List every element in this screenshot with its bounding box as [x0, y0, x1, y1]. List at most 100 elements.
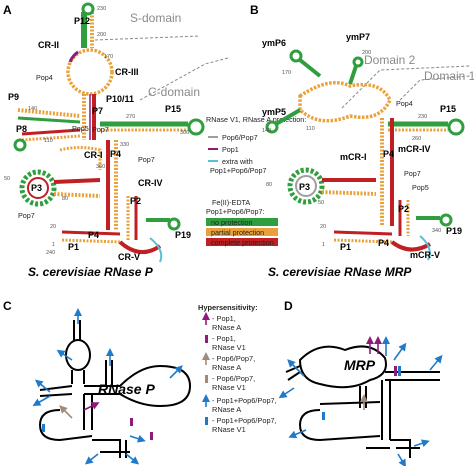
region-mcr5: mCR-V: [410, 250, 440, 260]
legend-label-pop6-pop7: Pop6/Pop7: [222, 133, 258, 142]
region-ymp5: ymP5: [262, 107, 286, 117]
svg-text:140: 140: [262, 128, 271, 134]
svg-text:50: 50: [4, 176, 10, 182]
region-p19: P19: [175, 230, 191, 240]
p12-helix: [81, 2, 95, 48]
p2-p19-p1-b: [333, 200, 453, 261]
legend-label-no-protection: no protection: [211, 218, 253, 227]
legend-label-extra-1: extra with: [222, 157, 253, 166]
svg-text:170: 170: [104, 54, 113, 60]
panel-label-a: A: [3, 3, 12, 17]
mrp-label: MRP: [344, 357, 376, 373]
p3-loop: [19, 169, 101, 207]
legend-label-complete-protection: complete protection: [211, 238, 274, 247]
svg-text:170: 170: [282, 70, 291, 76]
region-p1-b: P1: [340, 242, 351, 252]
region-p15: P15: [165, 104, 181, 114]
panel-d: D MRP: [278, 299, 443, 466]
region-cr4: CR-IV: [138, 178, 163, 188]
hypersensitivity-marks-d: [278, 336, 443, 466]
svg-text:140: 140: [28, 106, 37, 112]
rnase-p-label: RNase P: [98, 381, 155, 397]
mrp-central-loop: [298, 80, 392, 123]
svg-text:110: 110: [44, 138, 53, 144]
p3-loop-b: [287, 167, 377, 205]
svg-text:230: 230: [97, 6, 106, 12]
feedta-title-2: Pop1+Pop6/Pop7:: [206, 207, 265, 216]
svg-text:200: 200: [97, 32, 106, 38]
svg-text:230: 230: [418, 114, 427, 120]
svg-text:360: 360: [96, 164, 105, 170]
p15-arm-b: [388, 118, 465, 136]
legend-swatch-partial-protection: [206, 228, 278, 236]
region-cr1: CR-I: [84, 150, 103, 160]
feedta-title-1: Fe(II)-EDTA: [212, 198, 250, 207]
legend-label-partial-protection: partial protection: [211, 228, 264, 237]
c-domain-label: C-domain: [148, 85, 200, 99]
domain-divider: [94, 35, 229, 101]
hyper-label-2b: RNase V1: [212, 343, 246, 352]
pop4-label: Pop4: [36, 73, 53, 82]
svg-text:80: 80: [266, 182, 272, 188]
svg-text:1: 1: [52, 242, 55, 248]
region-cr5: CR-V: [118, 252, 140, 262]
hyper-legend-title: Hypersensitivity:: [198, 303, 258, 312]
svg-text:300: 300: [180, 130, 189, 136]
svg-text:200: 200: [362, 50, 371, 56]
domain-divider-b: [341, 65, 471, 109]
hyper-label-5b: RNase A: [212, 405, 241, 414]
region-ymp7: ymP7: [346, 32, 370, 42]
pop7-label-a3: Pop7: [92, 125, 109, 134]
svg-text:110: 110: [306, 126, 315, 132]
p4-stem: [106, 140, 118, 230]
legend-label-pop1: Pop1: [222, 145, 239, 154]
legend-swatch-complete-protection: [206, 238, 278, 246]
hyper-bar-all-v1: [205, 417, 208, 425]
rnase-p-outline: [38, 320, 192, 458]
pop7-label-a1: Pop7: [138, 155, 155, 164]
region-p4-lower: P4: [88, 230, 99, 240]
svg-text:20: 20: [320, 224, 326, 230]
svg-text:50: 50: [318, 200, 324, 206]
region-p2-b: P2: [398, 204, 409, 214]
hyper-label-6b: RNase V1: [212, 425, 246, 434]
region-mcr1: mCR-I: [340, 152, 367, 162]
region-p7: P7: [92, 106, 103, 116]
region-p10-11: P10/11: [106, 94, 134, 104]
svg-text:240: 240: [46, 250, 55, 256]
svg-text:270: 270: [126, 114, 135, 120]
hyper-bar-pop67-v1: [205, 375, 208, 383]
protection-legend-title: RNase V1, RNase A protection:: [206, 115, 306, 124]
svg-text:330: 330: [120, 142, 129, 148]
p15-arm: [100, 118, 205, 136]
ymp6-ymp7-arms: [265, 49, 364, 134]
domain-2-label: Domain 2: [364, 53, 416, 67]
hyper-label-1a: - Pop1,: [212, 314, 236, 323]
hyper-label-2a: - Pop1,: [212, 334, 236, 343]
panel-label-d: D: [284, 299, 293, 313]
region-p9: P9: [8, 92, 19, 102]
svg-text:260: 260: [412, 136, 421, 142]
panel-b: B Domain 2 Domain 1: [250, 3, 474, 279]
svg-text:340: 340: [432, 228, 441, 234]
hyper-bar-pop1-v1: [205, 335, 208, 343]
hyper-label-3b: RNase A: [212, 363, 241, 372]
domain-1-label: Domain 1: [424, 69, 474, 83]
protection-legend: RNase V1, RNase A protection: Pop6/Pop7 …: [206, 115, 306, 175]
s-domain-label: S-domain: [130, 11, 181, 25]
region-p15-b: P15: [440, 104, 456, 114]
region-p4-upper-b: P4: [383, 149, 394, 159]
svg-text:80: 80: [62, 196, 68, 202]
region-ymp6: ymP6: [262, 38, 286, 48]
hypersensitivity-legend: Hypersensitivity: - Pop1, RNase A - Pop1…: [198, 303, 277, 434]
panel-c: C RNase P: [3, 299, 192, 465]
cr1-strand: [59, 146, 102, 170]
hyper-label-1b: RNase A: [212, 323, 241, 332]
region-p1: P1: [68, 242, 79, 252]
hyper-label-4a: - Pop6/Pop7,: [212, 374, 255, 383]
hyper-label-6a: - Pop1+Pop6/Pop7,: [212, 416, 277, 425]
caption-rnase-p: S. cerevisiae RNase P: [28, 265, 154, 279]
region-p8: P8: [16, 124, 27, 134]
p2-p19-p1: [61, 196, 181, 263]
